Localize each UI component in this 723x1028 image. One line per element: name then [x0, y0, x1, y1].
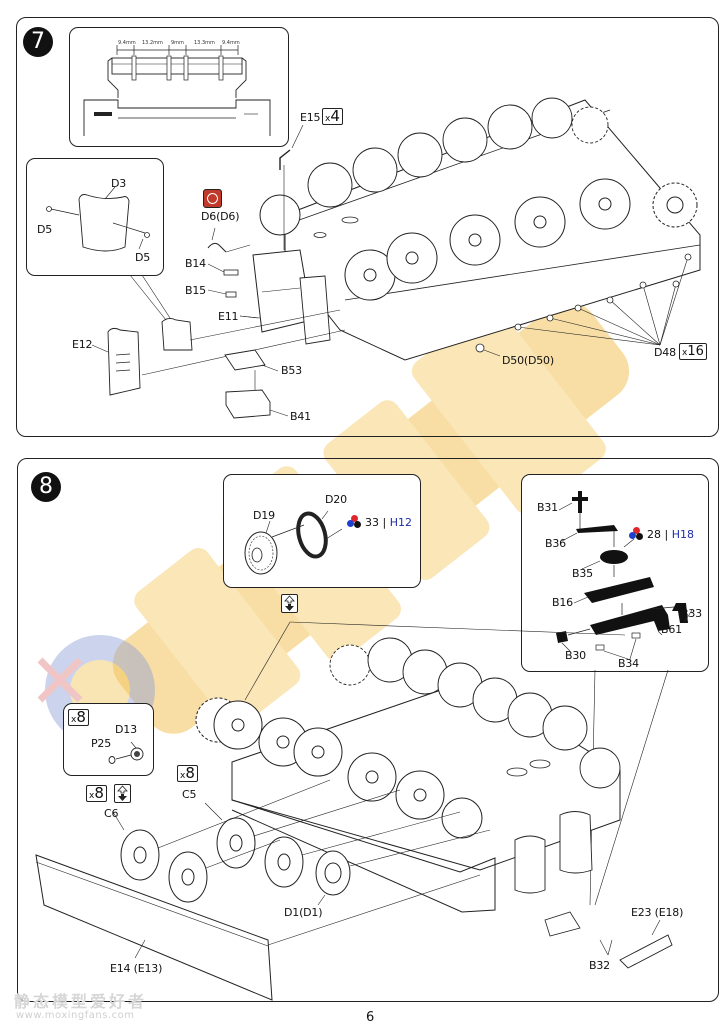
site-watermark-url: www.moxingfans.com	[16, 1010, 135, 1021]
part-label-e23: E23 (E18)	[631, 906, 684, 919]
part-label-b34: B34	[618, 657, 639, 670]
part-label-b35: B35	[572, 567, 593, 580]
step-8-hitch-detail: B31 B36 B35 B16 B33 B61 B30 B34 28 | H18	[521, 474, 709, 672]
step-8-hub-detail: x8 D13 P25	[63, 703, 154, 776]
quantity-badge: x16	[679, 343, 707, 360]
dimension-label: 9.4mm	[118, 40, 136, 46]
part-label-b32: B32	[589, 959, 610, 972]
no-glue-icon	[203, 189, 222, 208]
quantity-badge: x8	[86, 785, 107, 802]
part-label-d13: D13	[115, 723, 137, 736]
part-label-d20: D20	[325, 493, 347, 506]
part-label-e11: E11	[218, 310, 239, 323]
dimension-label: 13.3mm	[194, 40, 215, 46]
part-label-e12: E12	[72, 338, 93, 351]
part-label-b53: B53	[281, 364, 302, 377]
part-label-c5: C5	[182, 788, 197, 801]
part-label-d1: D1(D1)	[284, 906, 323, 919]
part-label-e14: E14 (E13)	[110, 962, 163, 975]
flip-part-icon	[114, 784, 131, 803]
hitch-drawing	[556, 491, 693, 660]
part-label-d50: D50(D50)	[502, 354, 554, 367]
step-7-panel	[16, 17, 719, 437]
part-label-e15: E15	[300, 111, 321, 124]
part-label-c6: C6	[104, 807, 119, 820]
wheel-rubber-drawing	[244, 510, 343, 575]
part-label-d3: D3	[111, 177, 127, 190]
mudguard-drawing	[46, 186, 150, 252]
quantity-badge: x8	[68, 709, 89, 726]
paint-mix-icon	[629, 527, 645, 541]
page-number: 6	[366, 1010, 375, 1025]
part-label-b33: B33	[681, 607, 702, 620]
quantity-badge: x4	[322, 108, 343, 125]
part-label-b16: B16	[552, 596, 573, 609]
part-label-b41: B41	[290, 410, 311, 423]
part-label-b61: B61	[661, 623, 682, 636]
paint-code: 28 | H18	[647, 528, 694, 541]
part-label-d5: D5	[135, 251, 151, 264]
step-7-number: 7	[23, 27, 53, 57]
part-label-d48: D48	[654, 346, 676, 359]
part-label-d19: D19	[253, 509, 275, 522]
paint-code: 33 | H12	[365, 516, 412, 529]
step-8-panel	[17, 458, 719, 1002]
part-label-b31: B31	[537, 501, 558, 514]
step-7-dimension-detail: 9.4mm 13.2mm 9mm 13.3mm 9.4mm	[69, 27, 289, 147]
dimension-label: 9mm	[171, 40, 184, 46]
step-7-mudguard-detail: D3 D5 D5	[26, 158, 164, 276]
flip-part-icon	[281, 594, 298, 613]
track-guide-drawing	[83, 45, 271, 136]
dimension-label: 9.4mm	[222, 40, 240, 46]
part-label-d5: D5	[37, 223, 53, 236]
dimension-label: 13.2mm	[142, 40, 163, 46]
step-8-wheel-detail: D19 D20 33 | H12	[223, 474, 421, 588]
paint-mix-icon	[347, 515, 363, 529]
part-label-p25: P25	[91, 737, 112, 750]
part-label-b15: B15	[185, 284, 206, 297]
part-label-b14: B14	[185, 257, 206, 270]
site-watermark-cn: 静态模型爱好者	[14, 992, 148, 1011]
part-label-b36: B36	[545, 537, 566, 550]
quantity-badge: x8	[177, 765, 198, 782]
part-label-b30: B30	[565, 649, 586, 662]
hub-drawing	[108, 741, 144, 764]
part-label-d6: D6(D6)	[201, 210, 240, 223]
step-8-number: 8	[31, 472, 61, 502]
